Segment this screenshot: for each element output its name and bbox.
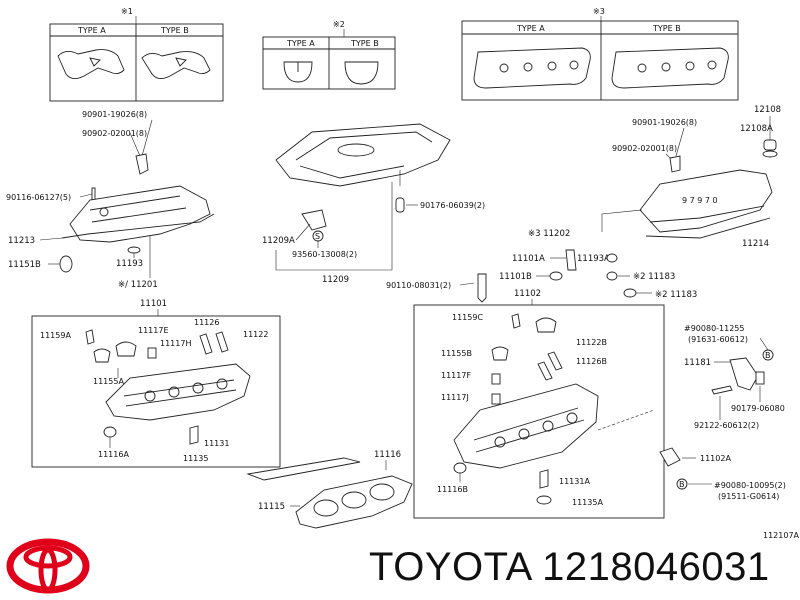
label-11201: ※/ 11201 [118, 280, 158, 290]
inset-3-type-a: TYPE A [516, 24, 545, 33]
label-11159c: 11159C [452, 313, 483, 322]
left-valve-cover-group: 90901-19026(8) 90902-02001(8) 90116-0612… [6, 110, 215, 290]
label-11135-left: 11135 [183, 454, 208, 463]
label-11122-left: 11122 [243, 330, 268, 339]
label-11116a: 11116A [98, 450, 129, 459]
label-11209: 11209 [322, 275, 349, 285]
inset-1-marker: ※1 [121, 7, 133, 16]
label-11202: ※3 11202 [528, 229, 570, 239]
brand-part-number: TOYOTA 1218046031 [369, 545, 770, 589]
label-11115: 11115 [258, 502, 285, 512]
label-11183-upper: ※2 11183 [633, 272, 675, 282]
right-valve-cover-group: 90901-19026(8) 90902-02001(8) 12108 1210… [499, 105, 781, 300]
label-91511-g0614: (91511-G0614) [718, 492, 779, 501]
label-11101b: 11101B [499, 272, 532, 282]
symbol-b-lower: B [679, 480, 685, 489]
label-11193-left: 11193 [116, 259, 143, 269]
label-11116b: 11116B [437, 485, 468, 494]
gasket-group: 11116 11115 [246, 450, 413, 529]
label-93560-13008: 93560-13008(2) [292, 250, 357, 259]
label-11135a: 11135A [572, 498, 603, 507]
inset-3-type-b: TYPE B [652, 24, 681, 33]
inset-3-marker: ※3 [593, 7, 605, 16]
label-11102: 11102 [514, 289, 541, 299]
label-11117j: 11117J [441, 393, 469, 402]
inset-2: ※2 TYPE A TYPE B [262, 20, 396, 90]
left-cylinder-head-group: 11101 11159A 11117E 11117H 11126 11122 1… [31, 299, 281, 468]
label-90902-02001-right: 90902-02001(8) [612, 144, 677, 153]
label-11131a: 11131A [559, 477, 590, 486]
label-91631-60612: (91631-60612) [688, 335, 748, 344]
label-11122b: 11122B [576, 338, 607, 347]
label-11214: 11214 [742, 239, 769, 249]
label-90901-19026-left: 90901-19026(8) [82, 110, 147, 119]
label-11126b: 11126B [576, 357, 607, 366]
label-11155a: 11155A [93, 377, 124, 386]
label-90116-06127: 90116-06127(5) [6, 193, 71, 202]
label-90080-11255: #90080-11255 [684, 324, 745, 333]
label-90902-02001-left: 90902-02001(8) [82, 129, 147, 138]
inset-1: ※1 TYPE A TYPE B [49, 7, 224, 102]
label-90080-10095: #90080-10095(2) [714, 481, 786, 490]
label-11155b: 11155B [441, 349, 472, 358]
label-11181: 11181 [684, 358, 711, 368]
label-11117f: 11117F [441, 371, 471, 380]
label-11116: 11116 [374, 450, 401, 460]
figure-code: 112107A [763, 531, 800, 540]
label-11101a: 11101A [512, 254, 545, 264]
cover-lettering: 9 7 9 7 0 [682, 196, 718, 205]
label-11159a: 11159A [40, 331, 71, 340]
bolt-90110: 90110-08031(2) [386, 273, 487, 303]
label-11101: 11101 [140, 299, 167, 309]
right-cylinder-head-group: 11102 11159C 11155B 11122B 11126B 11117F… [413, 289, 665, 519]
label-11183-lower: ※2 11183 [655, 290, 697, 300]
inset-1-type-a: TYPE A [77, 26, 106, 35]
label-11131-left: 11131 [204, 439, 229, 448]
label-90176-06039: 90176-06039(2) [420, 201, 485, 210]
label-11209a: 11209A [262, 236, 295, 246]
label-11213: 11213 [8, 236, 35, 246]
label-11151b: 11151B [8, 260, 41, 270]
label-11102a: 11102A [700, 454, 731, 463]
label-90901-19026-right: 90901-19026(8) [632, 118, 697, 127]
inset-3: ※3 TYPE A TYPE B [461, 7, 739, 101]
label-90110-08031: 90110-08031(2) [386, 281, 451, 290]
label-12108a: 12108A [740, 124, 773, 134]
label-11117h: 11117H [160, 339, 191, 348]
inset-2-type-a: TYPE A [286, 39, 315, 48]
label-92122-60612: 92122-60612(2) [694, 421, 759, 430]
label-90179-06080: 90179-06080 [731, 404, 785, 413]
engine-cover-group: 90176-06039(2) 11209A S 93560-13008(2) 1… [262, 123, 485, 285]
bracket-group: #90080-11255 (91631-60612) B 11181 90179… [659, 324, 786, 501]
label-11126-left: 11126 [194, 318, 219, 327]
inset-2-type-b: TYPE B [350, 39, 379, 48]
toyota-logo [6, 538, 90, 594]
inset-1-type-b: TYPE B [160, 26, 189, 35]
label-12108: 12108 [754, 105, 781, 115]
symbol-b-upper: B [765, 351, 771, 360]
label-11117e: 11117E [138, 326, 169, 335]
label-11193a: 11193A [577, 254, 610, 264]
inset-2-marker: ※2 [333, 20, 345, 29]
symbol-s: S [315, 232, 320, 241]
